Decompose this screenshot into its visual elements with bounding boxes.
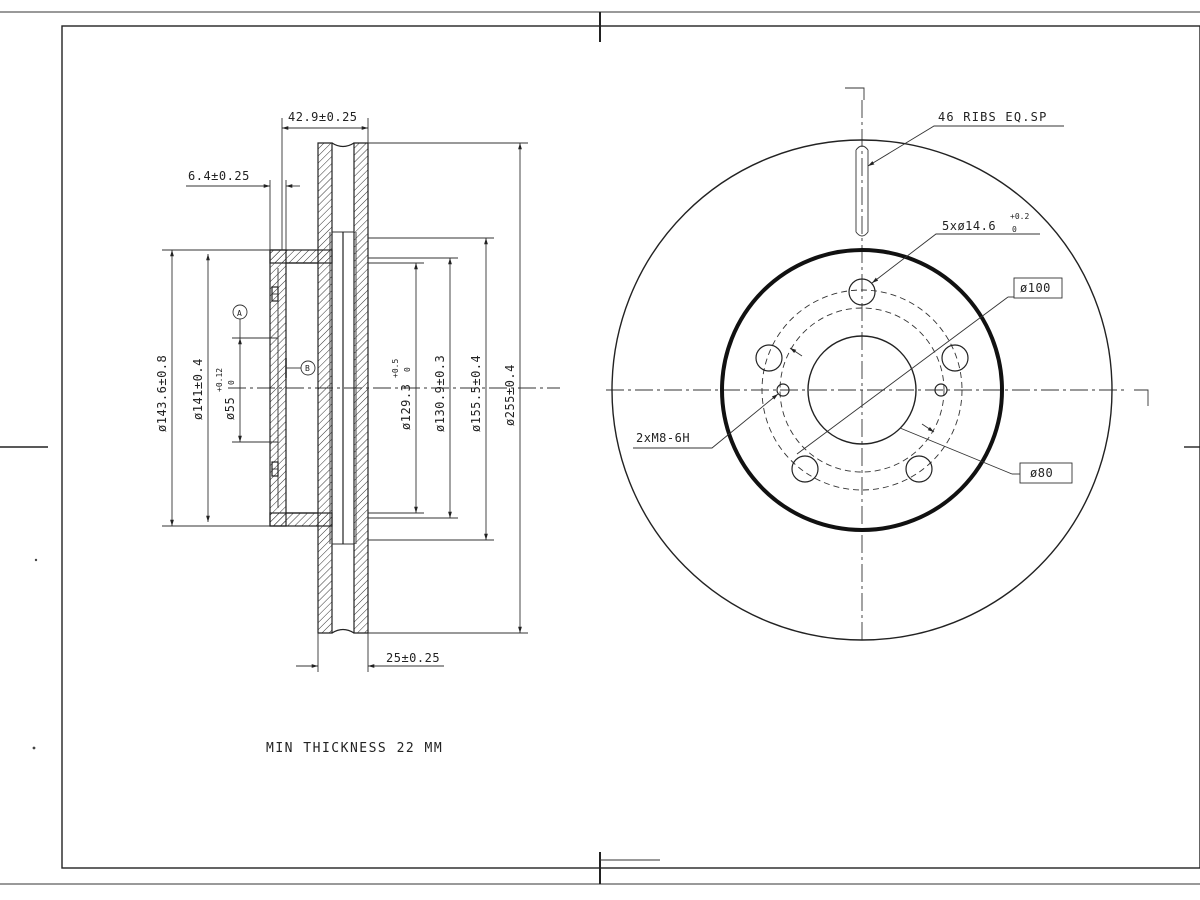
bolt-holes-tol-upper: +0.2 [1010,212,1029,221]
thread-label: 2xM8-6H [636,431,690,445]
bolt-hole [941,344,969,372]
flange-thickness-label: 6.4±0.25 [188,169,250,183]
hat-edge-circle [720,248,1004,532]
pcd-circle [761,289,963,491]
disc-section-view: 42.9±0.25 6.4±0.25 25±0.25 ø143.6±0.8 ø1… [155,110,560,756]
pcd-leader [796,296,1009,455]
dim-d155: ø155.5±0.4 [469,355,483,432]
dim-d129-tol-upper: +0.5 [391,359,400,378]
pcd-label: ø100 [1020,281,1051,295]
bolt-holes-label: 5xø14.6 [942,219,996,233]
dim-d55-tol-lower: 0 [227,380,236,385]
center-bore-label: ø80 [1030,466,1053,480]
ribs-label: 46 RIBS EQ.SP [938,110,1048,124]
min-thickness-note: MIN THICKNESS 22 MM [266,741,443,756]
pcd-callout-box [1013,277,1063,299]
rib-slot [855,145,869,237]
bolt-hole [905,455,933,483]
drawing-frame [0,11,1200,885]
disc-front-view: 46 RIBS EQ.SP 5xø14.6 +0.2 0 ø100 ø80 2x… [606,100,1124,642]
threaded-hole [934,383,948,397]
overall-width-label: 42.9±0.25 [288,110,358,124]
datum-b-label: B [305,364,310,373]
dim-d143: ø143.6±0.8 [155,355,169,432]
outer-disc-circle [611,139,1113,641]
bolt-hole [791,455,819,483]
bolt-holes-tol-lower: 0 [1012,225,1017,234]
dim-d55-tol-upper: +0.12 [215,368,224,392]
bolt-hole [848,278,876,306]
disc-thickness-label: 25±0.25 [386,651,440,665]
datum-a-label: A [237,309,242,318]
bore-leader [899,427,1013,475]
dim-d255: ø255±0.4 [503,364,517,426]
bolt-hole [755,344,783,372]
center-bore-circle [807,335,917,445]
dim-d55: ø55 [223,397,237,420]
dim-d129: ø129.3 [399,384,413,430]
dim-d141: ø141±0.4 [191,358,205,420]
bore-callout-box [1019,462,1073,484]
dim-d129-tol-lower: 0 [403,367,412,372]
dim-d130: ø130.9±0.3 [433,355,447,432]
threaded-hole [776,383,790,397]
